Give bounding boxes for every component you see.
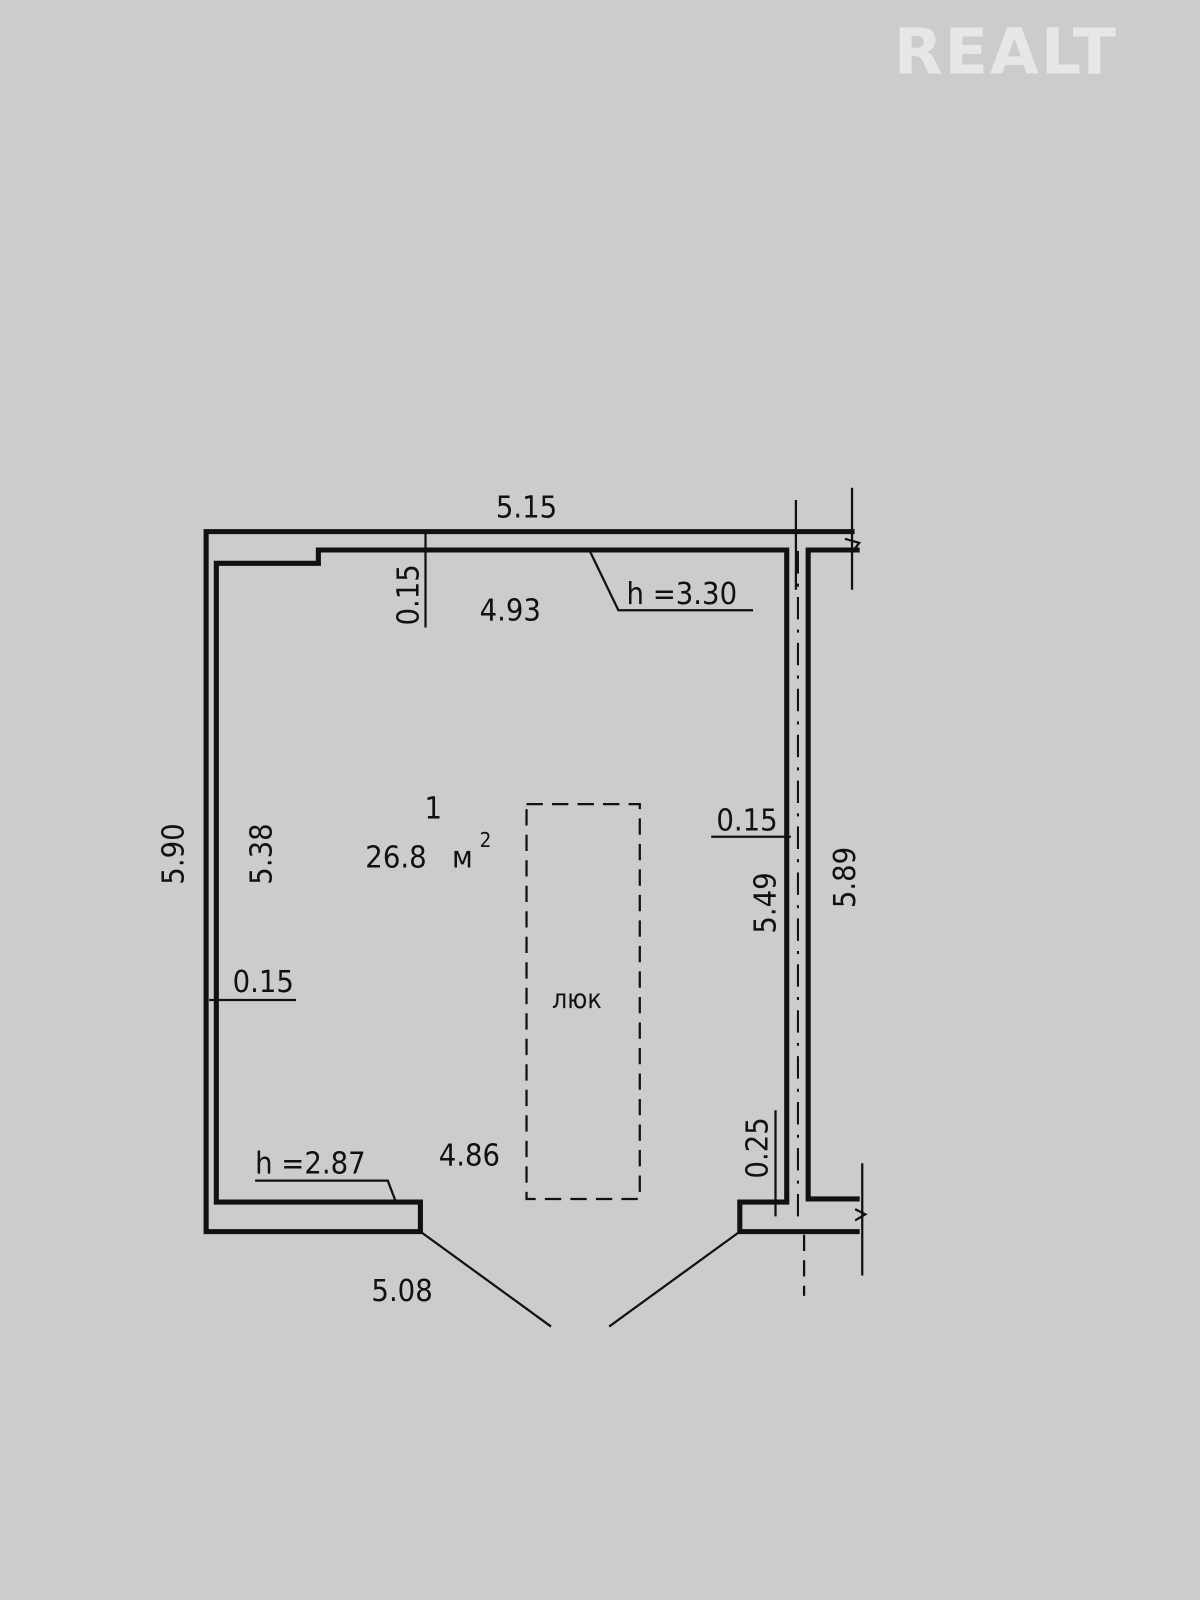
room-area: 26.8	[365, 840, 426, 875]
hatch-label: люк	[552, 984, 602, 1015]
dim-right-outer: 5.89	[828, 847, 863, 908]
ceiling-height-bottom: h =2.87	[255, 1146, 366, 1181]
dim-left-outer: 5.90	[157, 823, 192, 884]
dim-right-wall: 0.15	[716, 804, 777, 839]
dim-bottom-outer: 5.08	[371, 1274, 432, 1309]
dim-top-wall: 0.15	[391, 564, 426, 625]
walls	[203, 529, 860, 1296]
dim-left-inner: 5.38	[244, 823, 279, 884]
dim-bottom-wall: 0.25	[740, 1117, 775, 1178]
dim-left-wall: 0.15	[233, 965, 294, 1000]
room-number: 1	[424, 791, 442, 826]
room-area-exponent: 2	[480, 828, 492, 852]
bottom-right-wall	[737, 1199, 860, 1235]
dimension-lines	[209, 487, 868, 1276]
main-wall	[203, 529, 855, 1235]
hatch-outline	[525, 802, 641, 1201]
dim-bottom-inner: 4.86	[439, 1138, 500, 1173]
labels: 5.15 4.93 0.15 h =3.30 5.90 5.38 0.15 0.…	[157, 490, 863, 1309]
room-area-unit: м	[452, 840, 473, 875]
dim-top-outer: 5.15	[496, 490, 557, 525]
gate	[419, 1230, 741, 1328]
ceiling-height-top: h =3.30	[627, 577, 738, 612]
right-partition-wall	[805, 547, 860, 1202]
dim-top-inner: 4.93	[480, 593, 541, 628]
realt-watermark: REALT	[894, 14, 1118, 88]
dim-right-inner: 5.49	[749, 872, 784, 933]
gate-leaf-right	[608, 1230, 741, 1328]
gate-leaf-left	[419, 1230, 552, 1328]
